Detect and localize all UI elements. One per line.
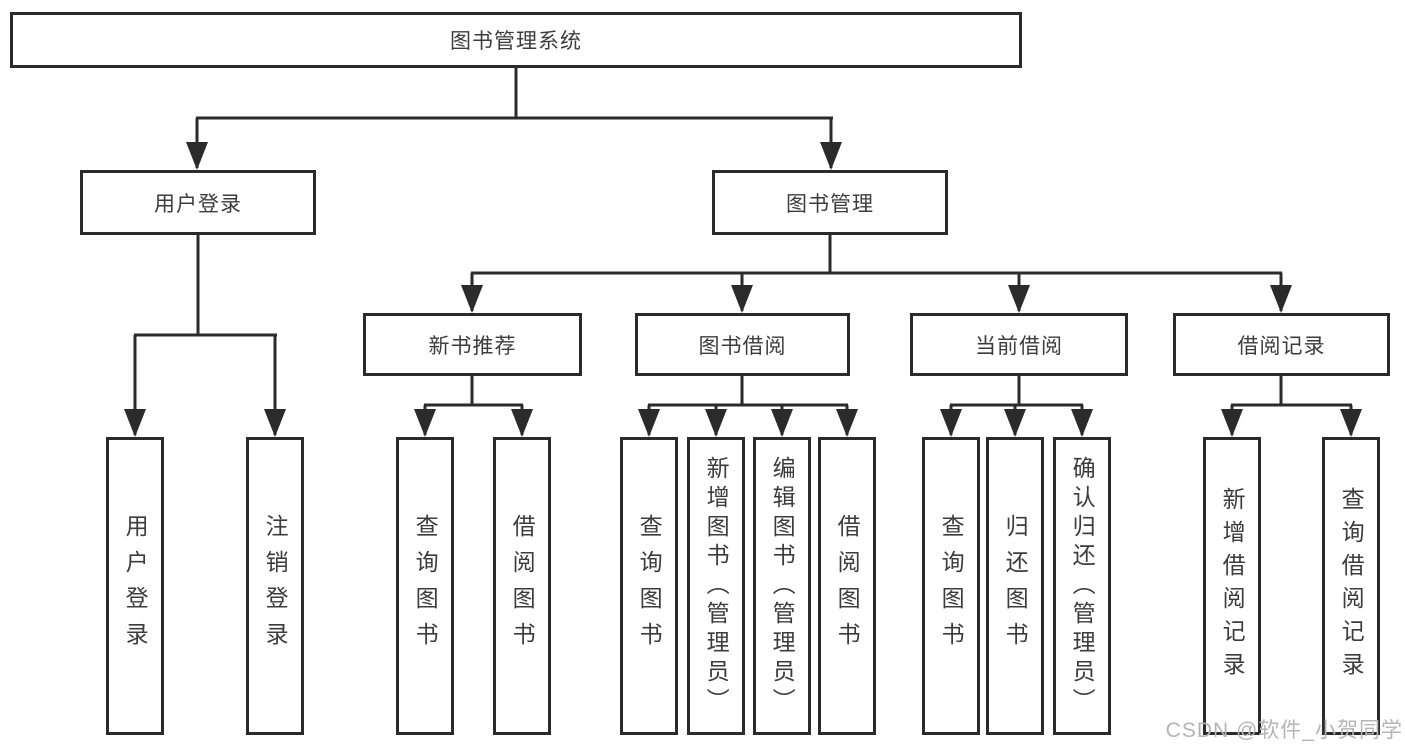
node-current-borrow: 当前借阅 <box>910 313 1128 376</box>
leaf-return-books: 归还图书 <box>986 437 1044 735</box>
leaf-label: 新增借阅记录 <box>1219 487 1246 685</box>
node-user-login: 用户登录 <box>80 170 316 235</box>
leaf-label: 查询借阅记录 <box>1338 487 1365 685</box>
leaf-borrow-books: 借阅图书 <box>818 437 876 735</box>
leaf-label: 借阅图书 <box>834 514 861 658</box>
leaf-label: 用户登录 <box>122 514 149 658</box>
csdn-watermark: CSDN @软件_小贺同学 <box>1165 719 1403 742</box>
leaf-query-borrow-record: 查询借阅记录 <box>1322 437 1380 735</box>
leaf-add-books-admin: 新增图书（管理员） <box>687 437 745 735</box>
node-book-management: 图书管理 <box>712 170 948 235</box>
leaf-label: 查询图书 <box>636 514 663 658</box>
leaf-user-login: 用户登录 <box>106 437 164 735</box>
leaf-label: 查询图书 <box>938 514 965 658</box>
leaf-label: 编辑图书（管理员） <box>769 455 796 717</box>
leaf-query-books-borrow: 查询图书 <box>620 437 678 735</box>
leaf-label: 查询图书 <box>412 514 439 658</box>
leaf-query-books-current: 查询图书 <box>922 437 980 735</box>
leaf-edit-books-admin: 编辑图书（管理员） <box>753 437 811 735</box>
leaf-label: 新增图书（管理员） <box>703 455 730 717</box>
leaf-label: 注销登录 <box>262 514 289 658</box>
leaf-label: 确认归还（管理员） <box>1069 455 1096 717</box>
node-new-book-recommend: 新书推荐 <box>363 313 582 376</box>
leaf-confirm-return-admin: 确认归还（管理员） <box>1053 437 1111 735</box>
node-borrow-records: 借阅记录 <box>1173 313 1390 376</box>
node-book-borrow: 图书借阅 <box>635 313 850 376</box>
leaf-borrow-books-recommend: 借阅图书 <box>493 437 551 735</box>
node-library-management-system: 图书管理系统 <box>10 12 1022 68</box>
leaf-label: 归还图书 <box>1002 514 1029 658</box>
leaf-label: 借阅图书 <box>509 514 536 658</box>
leaf-add-borrow-record: 新增借阅记录 <box>1203 437 1261 735</box>
leaf-query-books-recommend: 查询图书 <box>396 437 454 735</box>
leaf-logout: 注销登录 <box>246 437 304 735</box>
